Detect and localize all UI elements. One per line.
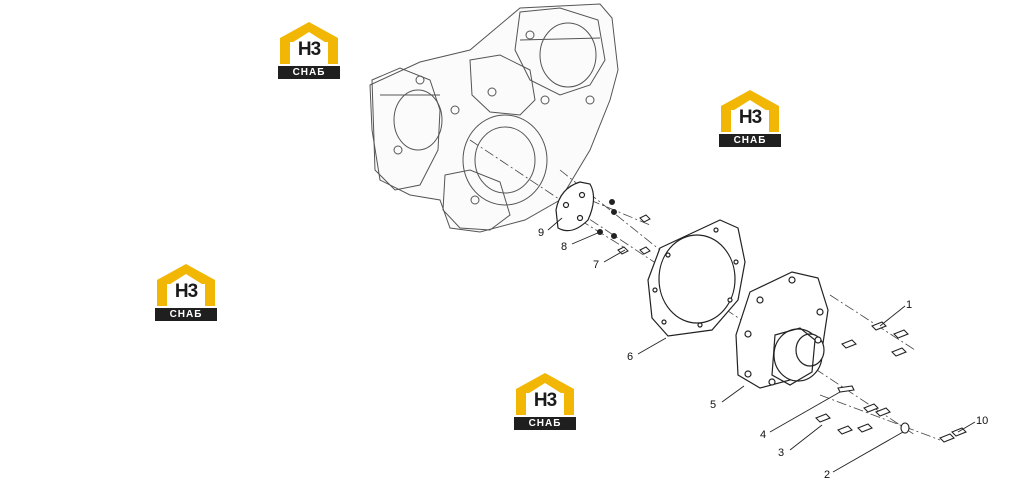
watermark-logo-4: H3 СНАБ xyxy=(514,371,576,431)
logo-mark: H3 xyxy=(533,390,557,411)
callout-labels: 9 8 7 6 5 4 3 2 1 10 xyxy=(538,227,988,481)
watermark-logo-2: H3 СНАБ xyxy=(719,88,781,148)
callout-7: 7 xyxy=(593,259,599,271)
callout-8: 8 xyxy=(561,241,567,253)
watermark-logo-3: H3 СНАБ xyxy=(155,262,217,322)
logo-mark: H3 xyxy=(738,107,762,128)
cover-assembly xyxy=(735,271,829,389)
house-roof-icon xyxy=(157,264,215,306)
watermark-logo-1: H3 СНАБ xyxy=(278,20,340,80)
house-roof-icon xyxy=(516,373,574,415)
small-fasteners xyxy=(597,199,651,255)
callout-6: 6 xyxy=(627,351,633,363)
gasket xyxy=(647,219,746,337)
house-roof-icon xyxy=(280,22,338,64)
bolts xyxy=(815,321,967,443)
callout-9: 9 xyxy=(538,227,544,239)
gearbox-housing xyxy=(369,3,619,233)
logo-caption: СНАБ xyxy=(514,417,576,430)
logo-caption: СНАБ xyxy=(155,308,217,321)
small-cover-plate xyxy=(555,181,595,232)
callout-3: 3 xyxy=(778,447,784,459)
callout-1: 1 xyxy=(906,299,912,311)
leader-lines xyxy=(547,217,976,473)
callout-10: 10 xyxy=(976,415,988,427)
logo-caption: СНАБ xyxy=(278,66,340,79)
logo-caption: СНАБ xyxy=(719,134,781,147)
callout-5: 5 xyxy=(710,399,716,411)
logo-mark: H3 xyxy=(297,39,321,60)
callout-2: 2 xyxy=(824,469,830,481)
house-roof-icon xyxy=(721,90,779,132)
callout-4: 4 xyxy=(760,429,766,441)
logo-mark: H3 xyxy=(174,281,198,302)
